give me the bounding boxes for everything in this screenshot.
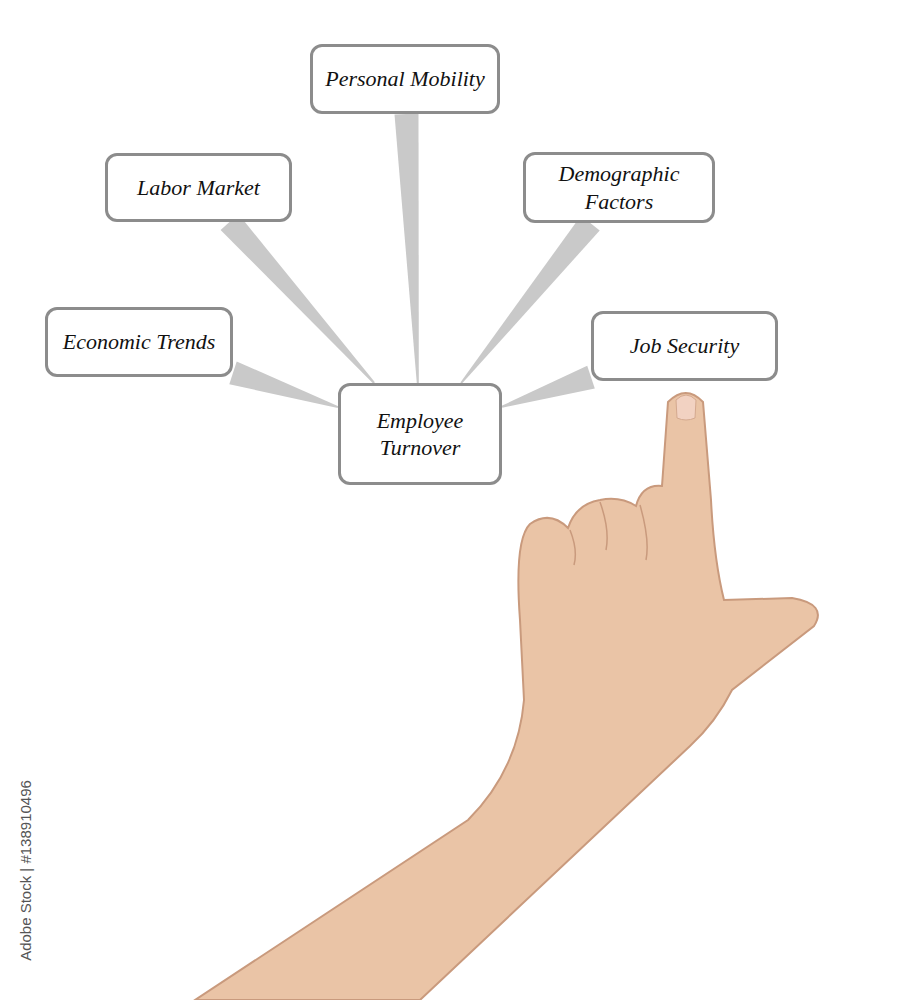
pointing-hand	[195, 393, 818, 1000]
factor-box: Personal Mobility	[310, 44, 500, 114]
wedge-connector	[502, 366, 595, 408]
factor-box: Labor Market	[105, 153, 292, 222]
node-label: Labor Market	[137, 174, 260, 202]
fingernail	[676, 395, 696, 420]
node-label: Economic Trends	[63, 328, 216, 356]
node-label: Demographic Factors	[536, 160, 702, 215]
central-box: Employee Turnover	[338, 383, 502, 485]
wedge-connector	[229, 361, 338, 408]
factor-box: Economic Trends	[45, 307, 233, 377]
node-label: Personal Mobility	[325, 65, 484, 93]
wedge-connector	[221, 214, 375, 384]
wedge-connector	[395, 114, 419, 384]
knuckle-crease	[570, 502, 647, 565]
node-label: Job Security	[630, 332, 739, 360]
wedge-connector	[460, 216, 599, 384]
factor-box: Job Security	[591, 311, 778, 381]
factor-box: Demographic Factors	[523, 152, 715, 223]
watermark: Adobe Stock | #138910496	[17, 741, 34, 1000]
node-label: Employee Turnover	[351, 407, 489, 462]
